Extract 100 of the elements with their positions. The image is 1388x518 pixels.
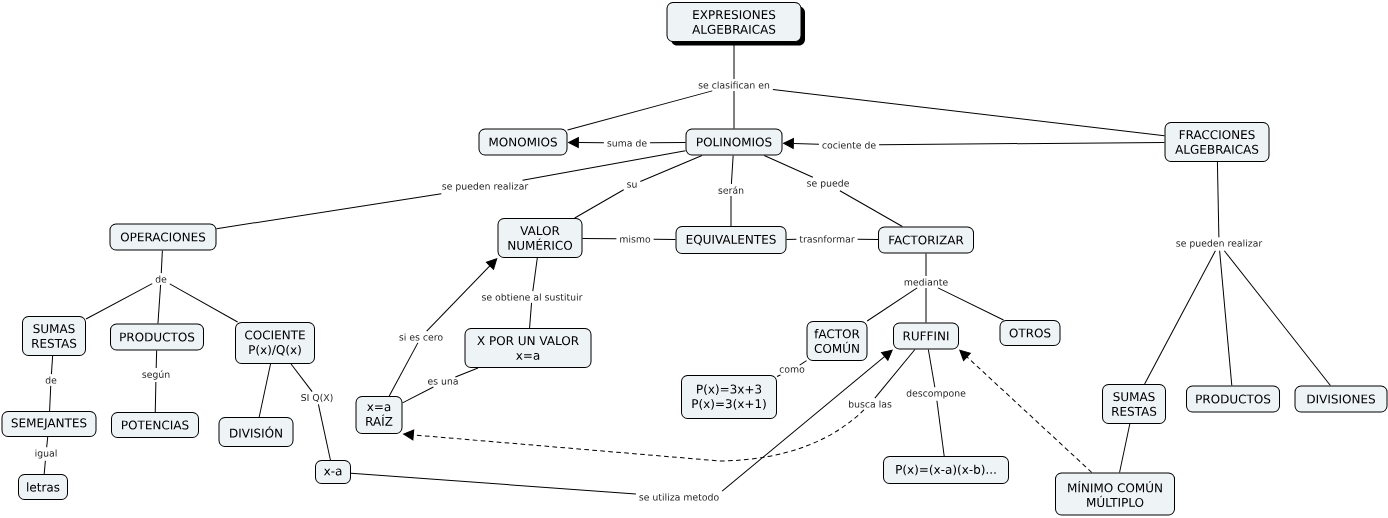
connector-line [43, 460, 46, 475]
linking-phrase: se clasifican en [695, 79, 773, 91]
concept-box: POLINOMIOS [685, 128, 783, 156]
connector-line [402, 386, 434, 404]
linking-phrase: se utiliza metodo [636, 491, 722, 503]
dashed-arrow [959, 349, 1093, 473]
linking-phrase: se pueden realizar [439, 180, 531, 194]
concept-box: VALOR NUMÉRICO [497, 218, 583, 258]
connector-line [763, 155, 814, 178]
connector-line [350, 472, 637, 495]
concept-box: SUMAS RESTAS [22, 316, 86, 356]
dashed-arrow [403, 409, 865, 462]
concept-box: EXPRESIONES ALGEBRAICAS [666, 2, 805, 46]
concept-box: DIVISIÓN [218, 417, 294, 447]
concept-box: x=a RAÍZ [355, 396, 403, 434]
concept-box: SUMAS RESTAS [1102, 384, 1166, 424]
connector-line [839, 190, 903, 227]
connector-line [925, 287, 927, 323]
connector-line [157, 284, 162, 324]
concept-box: X POR UN VALOR x=a [464, 328, 592, 368]
linking-phrase: mismo [616, 233, 654, 245]
connector-line [388, 342, 419, 397]
connector-line [567, 90, 713, 131]
concept-box: MÍNIMO COMÚN MÚLTIPLO [1055, 472, 1175, 516]
concept-box: PRODUCTOS [110, 323, 204, 351]
arrow [568, 137, 605, 148]
linking-phrase: cociente de [819, 139, 879, 151]
connector-line [857, 238, 879, 240]
concept-box: DIVISIONES [1294, 385, 1388, 413]
connector-line [216, 193, 442, 230]
connector-line [290, 363, 313, 393]
connector-line [169, 283, 239, 323]
arrow [426, 258, 498, 332]
connector-line [85, 283, 153, 320]
concept-box: EQUIVALENTES [675, 226, 787, 254]
concept-box: RUFFINI [893, 322, 959, 350]
connector-line [317, 403, 331, 461]
linking-phrase: SI Q(X) [298, 391, 336, 405]
connector-line [454, 367, 479, 378]
connector-line [874, 349, 916, 399]
connector-line [639, 155, 703, 182]
linking-phrase: trasnformar [796, 233, 858, 245]
concept-box: COCIENTE P(x)/Q(x) [235, 322, 315, 364]
connector-line [50, 355, 54, 375]
connector-line [1119, 423, 1131, 473]
linking-phrase: serán [715, 184, 747, 196]
linking-phrase: como [776, 365, 808, 375]
linking-phrase: se puede [803, 177, 853, 191]
connector-line [927, 349, 936, 388]
linking-phrase: de [42, 374, 60, 386]
connector-line [776, 374, 781, 377]
connector-line [154, 381, 157, 413]
connector-line [937, 287, 1004, 321]
connector-line [532, 257, 538, 292]
connector-line [799, 360, 807, 366]
linking-phrase: de [152, 273, 170, 285]
linking-phrase: se obtiene al sustituir [478, 291, 586, 303]
concept-box: POTENCIAS [111, 412, 199, 438]
connector-line [522, 150, 686, 181]
concept-box: FRACCIONES ALGEBRAICAS [1164, 122, 1270, 162]
connector-line [529, 302, 533, 329]
connector-line [1144, 250, 1216, 385]
connector-line [866, 287, 918, 322]
linking-phrase: es una [424, 377, 462, 387]
linking-phrase: si es cero [396, 331, 446, 343]
connector-line [925, 253, 927, 277]
linking-phrase: suma de [604, 137, 650, 149]
linking-phrase: según [139, 368, 173, 382]
connector-line [730, 195, 732, 227]
concept-box: PRODUCTOS [1186, 385, 1280, 413]
connector-line [1223, 250, 1331, 386]
concept-box: fACTOR COMÚN [806, 321, 868, 361]
connector-line [582, 237, 617, 240]
linking-phrase: busca las [845, 398, 895, 410]
linking-phrase: su [623, 180, 641, 190]
arrow [721, 349, 893, 492]
connector-line [786, 238, 797, 240]
linking-phrase: mediante [901, 276, 951, 288]
concept-box: MONOMIOS [478, 128, 568, 156]
connector-line [936, 400, 945, 457]
connector-line [155, 350, 158, 369]
connector-line [878, 141, 1165, 146]
connector-line [258, 363, 271, 418]
connector-line [653, 238, 676, 240]
connector-line [49, 385, 52, 412]
concept-box: OPERACIONES [109, 223, 217, 251]
concept-box: FACTORIZAR [878, 226, 974, 254]
connector-line [1216, 161, 1220, 238]
connector-line [649, 141, 686, 144]
arrow [783, 138, 820, 149]
concept-box: SEMEJANTES [1, 411, 97, 437]
linking-phrase: igual [31, 447, 61, 461]
concept-box: x-a [315, 460, 351, 484]
linking-phrase: descompone [903, 387, 969, 401]
connector-line [733, 90, 735, 129]
concept-box: letras [18, 474, 68, 500]
connector-line [46, 436, 49, 448]
connector-line [772, 89, 1165, 137]
concept-box: P(x)=3x+3 P(x)=3(x+1) [681, 375, 777, 419]
concept-box: P(x)=(x-a)(x-b)... [883, 456, 1009, 484]
